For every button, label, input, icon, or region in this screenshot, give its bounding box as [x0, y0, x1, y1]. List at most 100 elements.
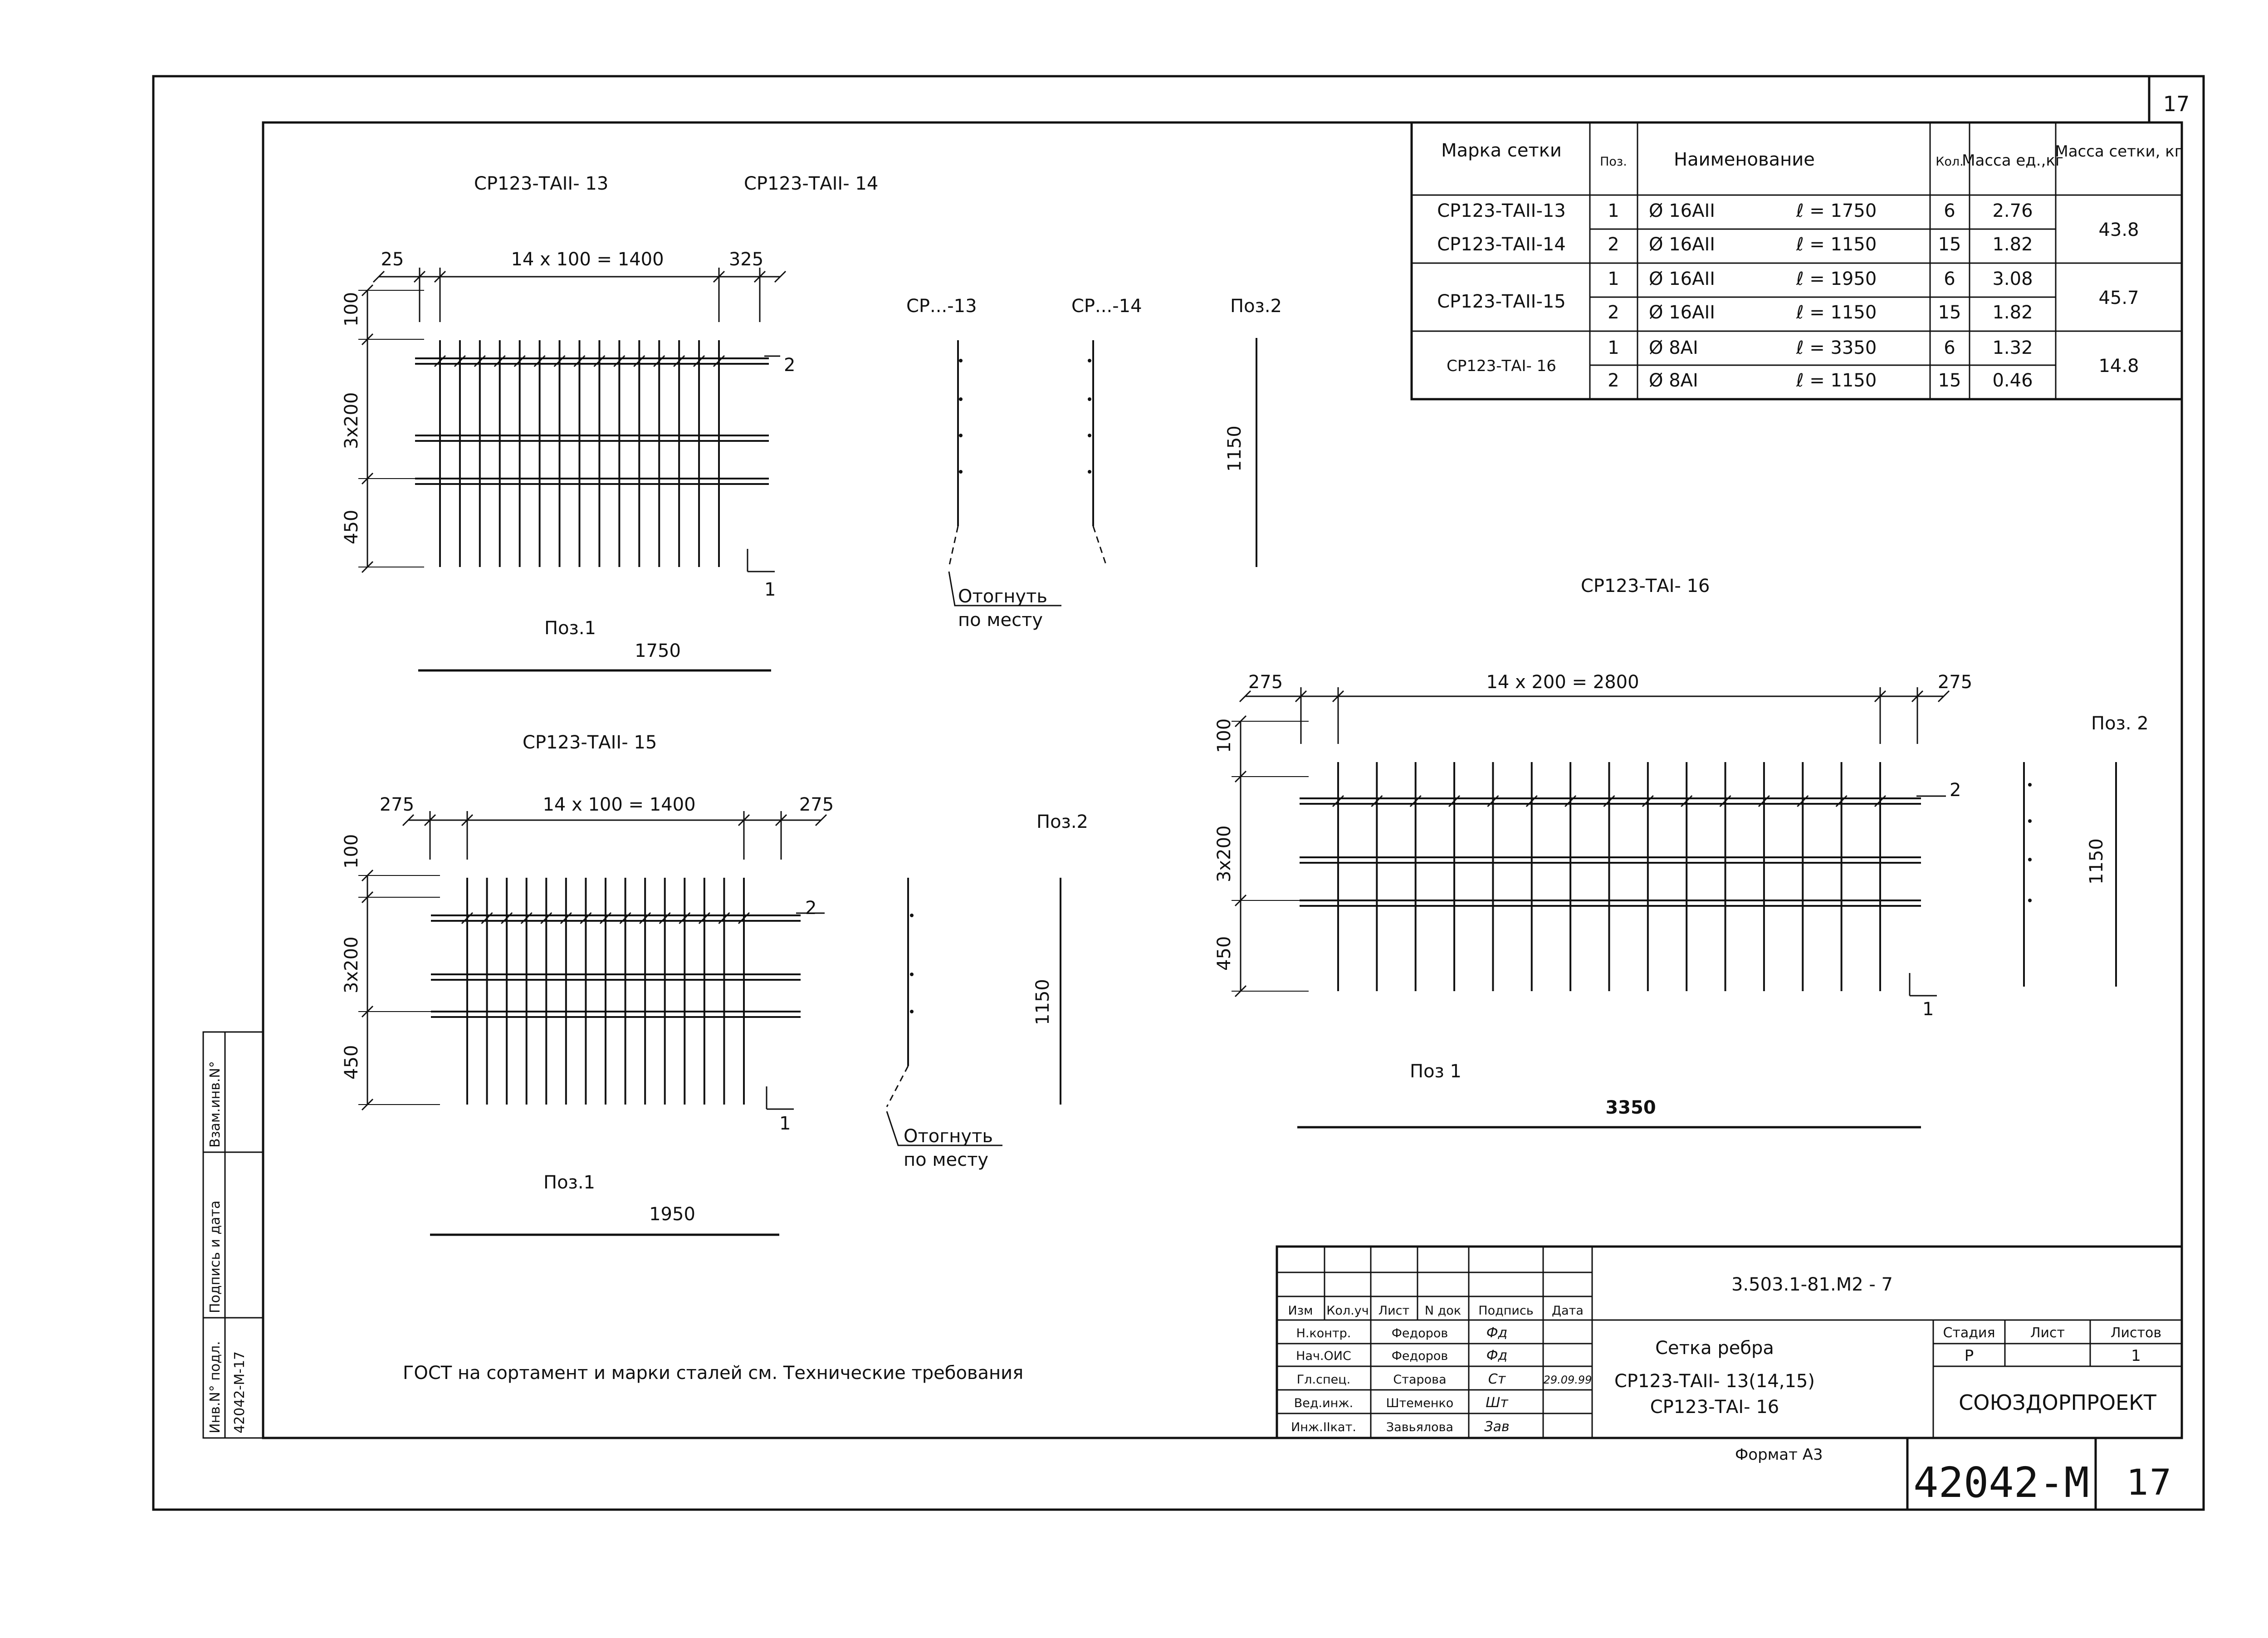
spec-row-4-pos: 2	[1608, 302, 1619, 323]
drawing3-dim-left: 275	[1248, 672, 1283, 693]
spec-row-6-dia: Ø 8АI	[1649, 370, 1698, 391]
title-role-5: Инж.IIкат.	[1291, 1420, 1356, 1434]
drawing2-dim-v3: 450	[341, 1045, 362, 1080]
title-header-4: N док	[1425, 1304, 1461, 1318]
section-bend-13	[948, 526, 959, 567]
drawing1-pos2: Поз.2	[1230, 296, 1282, 317]
spec-row-3-mark: СР123-ТАII-15	[1437, 291, 1566, 312]
mesh-weld-tick	[1835, 795, 1848, 807]
title-name-4: Штеменко	[1386, 1396, 1454, 1410]
spec-row-6-length: ℓ = 1150	[1796, 370, 1877, 391]
spec-row-1-pos: 1	[1608, 200, 1619, 221]
mesh-weld-tick	[1874, 795, 1887, 807]
bend-leader	[886, 1111, 1002, 1146]
drawing1-pos1: Поз.1	[544, 618, 596, 639]
dimension-tick	[815, 814, 827, 826]
vertical-dimension-tick	[361, 1098, 374, 1111]
mesh-weld-tick	[454, 355, 466, 367]
spec-row-3-unit-mass: 3.08	[1992, 269, 2033, 289]
drawing2-dim-main: 14 x 100 = 1400	[543, 794, 695, 815]
net-mass-3: 14.8	[2098, 356, 2139, 376]
mesh-weld-tick	[580, 912, 592, 924]
vertical-dimension-tick	[1234, 894, 1247, 907]
drawing-sr123-13-14: СР123-ТАII- 13 СР123-ТАII- 14 25 14 x 10…	[341, 173, 1282, 672]
mesh-weld-tick	[1525, 795, 1538, 807]
drawing1-section-b: СР...-14	[1071, 296, 1142, 317]
section-dot	[2028, 899, 2032, 902]
net-mass-1: 43.8	[2098, 220, 2139, 240]
mesh-weld-tick	[738, 912, 750, 924]
section-dot	[910, 1010, 914, 1013]
drawing2-lead-2: 2	[805, 898, 816, 919]
title-line-1: Сетка ребра	[1655, 1338, 1774, 1359]
drawing2-dim-v1: 100	[341, 834, 362, 869]
mesh-weld-tick	[713, 355, 725, 367]
drawing2-dim-left: 275	[380, 794, 414, 815]
drawing2-lead-1: 1	[779, 1113, 791, 1134]
side-stamp-vzam: Взам.инв.N°	[207, 1061, 223, 1148]
side-stamp-inv-value: 42042-М-17	[232, 1351, 248, 1433]
title-stage: Р	[1965, 1347, 1974, 1365]
doc-code: 42042-M	[1913, 1458, 2089, 1507]
vertical-dimension-tick	[361, 869, 374, 882]
title-stage-label: Стадия	[1943, 1325, 1995, 1341]
spec-row-4-qty: 15	[1938, 302, 1961, 323]
drawing2-title: СР123-ТАII- 15	[523, 732, 657, 753]
drawing3-pos1-len: 3350	[1605, 1097, 1656, 1118]
drawing3-pos2: Поз. 2	[2091, 713, 2149, 734]
vertical-dimension-tick	[361, 1005, 374, 1018]
vertical-dimension-tick	[361, 891, 374, 904]
mesh-weld-tick	[1409, 795, 1422, 807]
mesh-weld-tick	[1487, 795, 1499, 807]
drawing1-title-a: СР123-ТАII- 13	[474, 173, 608, 194]
title-signature-1: Фд	[1486, 1325, 1508, 1341]
spec-header-pos: Поз.	[1600, 155, 1627, 169]
vertical-dimension-tick	[361, 472, 374, 485]
spec-header-name: Наименование	[1674, 149, 1815, 170]
spec-row-5-mark: СР123-ТАI- 16	[1447, 357, 1556, 375]
spec-header-mark: Марка сетки	[1441, 140, 1562, 161]
spec-row-4-dia: Ø 16АII	[1649, 302, 1715, 323]
drawing1-bend-2: по месту	[958, 610, 1043, 631]
vertical-dimension-tick	[361, 284, 374, 297]
drawing-sr123-16: СР123-ТАI- 16 275 14 x 200 = 2800 275 10…	[1214, 576, 2149, 1129]
spec-row-3-pos: 1	[1608, 269, 1619, 289]
drawing3-lead-1: 1	[1922, 999, 1934, 1020]
format-label: Формат А3	[1735, 1446, 1823, 1464]
spec-row-6-qty: 15	[1938, 370, 1961, 391]
mesh-weld-tick	[1371, 795, 1383, 807]
spec-row-4-length: ℓ = 1150	[1796, 302, 1877, 323]
drawing1-section-a: СР...-13	[906, 296, 977, 317]
section-dot	[959, 359, 963, 362]
drawing1-dim-v2: 3x200	[341, 392, 362, 449]
title-doc-number: 3.503.1-81.М2 - 7	[1731, 1274, 1893, 1295]
section-dot	[1088, 470, 1091, 474]
bend-leader	[948, 571, 1061, 606]
spec-row-2-dia: Ø 16АII	[1649, 234, 1715, 255]
spec-row-3-dia: Ø 16АII	[1649, 269, 1715, 289]
drawing3-title: СР123-ТАI- 16	[1581, 576, 1710, 597]
spec-table: Марка сетки Поз. Наименование Кол. Масса…	[1410, 121, 2183, 401]
mesh-weld-tick	[1719, 795, 1731, 807]
section-dot	[910, 973, 914, 976]
mesh-weld-tick	[1448, 795, 1461, 807]
drawing2-pos2: Поз.2	[1036, 812, 1088, 832]
mesh-weld-tick	[434, 355, 446, 367]
spec-row-2-pos: 2	[1608, 234, 1619, 255]
drawing2-bend-2: по месту	[904, 1149, 988, 1170]
mesh-weld-tick	[1642, 795, 1654, 807]
dimension-tick	[402, 814, 415, 826]
mesh-weld-tick	[1681, 795, 1693, 807]
section-dot	[959, 397, 963, 401]
dimension-tick	[1239, 690, 1251, 703]
spec-row-2-mark: СР123-ТАII-14	[1437, 234, 1566, 255]
doc-code-box: 42042-M 17	[1906, 1438, 2172, 1510]
mesh-weld-tick	[673, 355, 685, 367]
spec-row-5-qty: 6	[1944, 337, 1955, 358]
title-line-3: СР123-ТАI- 16	[1650, 1397, 1779, 1418]
drawing2-dim-v2: 3x200	[341, 937, 362, 993]
title-header-3: Лист	[1378, 1304, 1409, 1318]
title-line-2: СР123-ТАII- 13(14,15)	[1614, 1371, 1815, 1392]
title-sheets: 1	[2131, 1347, 2141, 1365]
drawing3-dim-v1: 100	[1214, 719, 1235, 753]
